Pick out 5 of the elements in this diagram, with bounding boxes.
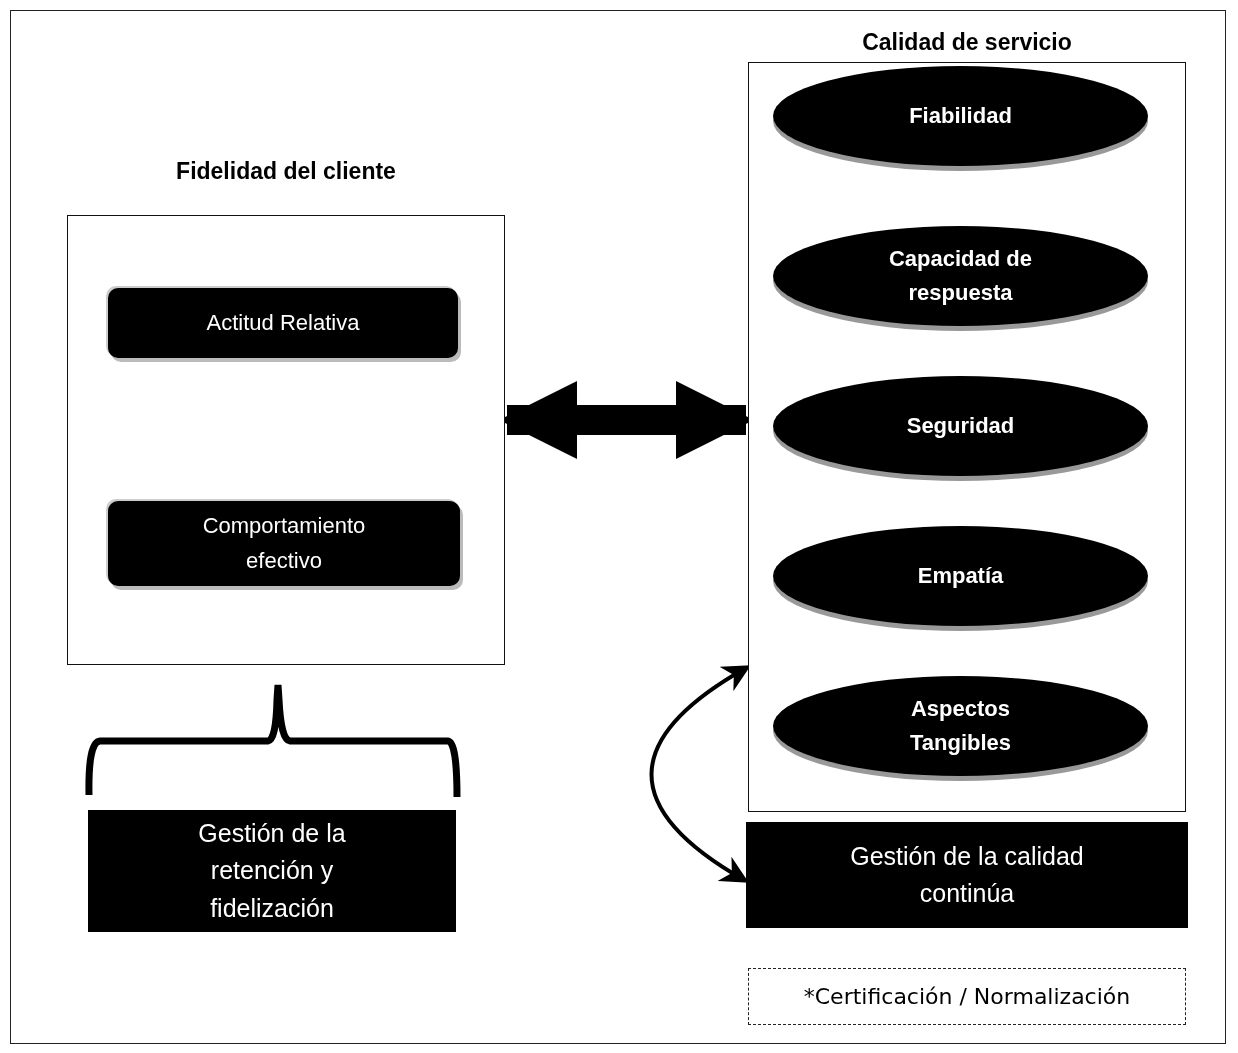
group-heading: Calidad de servicio [862,29,1072,55]
note-box: *Certificación / Normalización [748,968,1186,1025]
group-heading: Fidelidad del cliente [176,158,396,184]
process-box: Gestión de la retención y fidelización [88,810,456,932]
process-box: Gestión de la calidad continúa [746,822,1188,928]
